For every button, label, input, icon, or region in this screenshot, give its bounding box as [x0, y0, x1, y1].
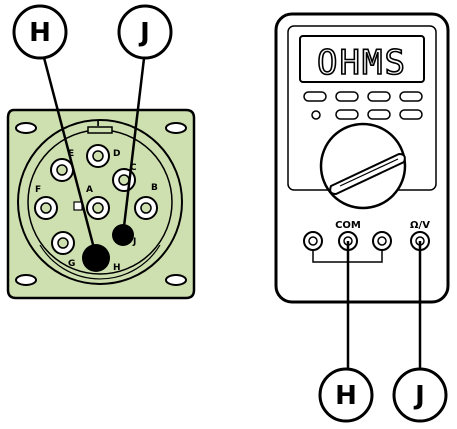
- jack-1: [303, 231, 323, 251]
- meter-button-5: [335, 109, 359, 120]
- callout-h-top-label: H: [29, 18, 51, 48]
- meter-indicator: [311, 110, 321, 120]
- pin-d: [86, 144, 110, 168]
- com-jack-label: COM: [335, 220, 361, 231]
- callout-h-top: H: [12, 4, 68, 60]
- connector: T: [6, 108, 196, 300]
- pin-label-g: G: [68, 259, 75, 269]
- lcd-readout: OHMS: [317, 43, 407, 83]
- pin-label-d: D: [113, 149, 120, 159]
- pin-label-f: F: [35, 185, 41, 195]
- meter-button-7: [399, 109, 423, 120]
- meter-button-6: [367, 109, 391, 120]
- probe-contact-h: [82, 244, 110, 272]
- pin-b: [134, 196, 158, 220]
- callout-j-top-label: J: [138, 18, 150, 48]
- pin-g: [51, 231, 75, 255]
- callout-j-bottom-label: J: [413, 381, 425, 411]
- leader-line-h-top: [40, 49, 98, 257]
- callout-j-top: J: [117, 4, 173, 60]
- mount-hole-top-left: [15, 122, 37, 134]
- pin-label-e: E: [68, 149, 74, 159]
- leader-line-j-top: [121, 49, 147, 236]
- meter-button-4: [399, 91, 423, 102]
- lcd-display: [299, 35, 425, 83]
- meter-button-3: [367, 91, 391, 102]
- pin-label-b: B: [151, 183, 158, 193]
- multimeter: OHMS COM Ω/V: [274, 12, 450, 304]
- callout-h-bottom-label: H: [335, 381, 357, 411]
- meter-button-2: [335, 91, 359, 102]
- jack-3: [372, 231, 392, 251]
- pin-label-a: A: [86, 185, 93, 195]
- pin-f: [34, 196, 58, 220]
- mount-hole-bottom-left: [15, 274, 37, 286]
- callout-h-bottom: H: [318, 367, 374, 423]
- connector-key: [87, 126, 113, 134]
- pin-e: [50, 158, 74, 182]
- pin-label-c: C: [130, 163, 137, 173]
- meter-button-1: [303, 91, 327, 102]
- key-label: T: [95, 119, 102, 129]
- mount-hole-top-right: [165, 122, 187, 134]
- pin-label-j: J: [132, 237, 136, 247]
- pin-label-h: H: [113, 263, 121, 273]
- mount-hole-bottom-right: [165, 274, 187, 286]
- callout-j-bottom: J: [392, 367, 448, 423]
- volt-ohm-jack-label: Ω/V: [410, 220, 430, 231]
- rotary-dial: [319, 122, 407, 210]
- pin-a: [86, 196, 110, 220]
- connector-guide: [73, 201, 83, 211]
